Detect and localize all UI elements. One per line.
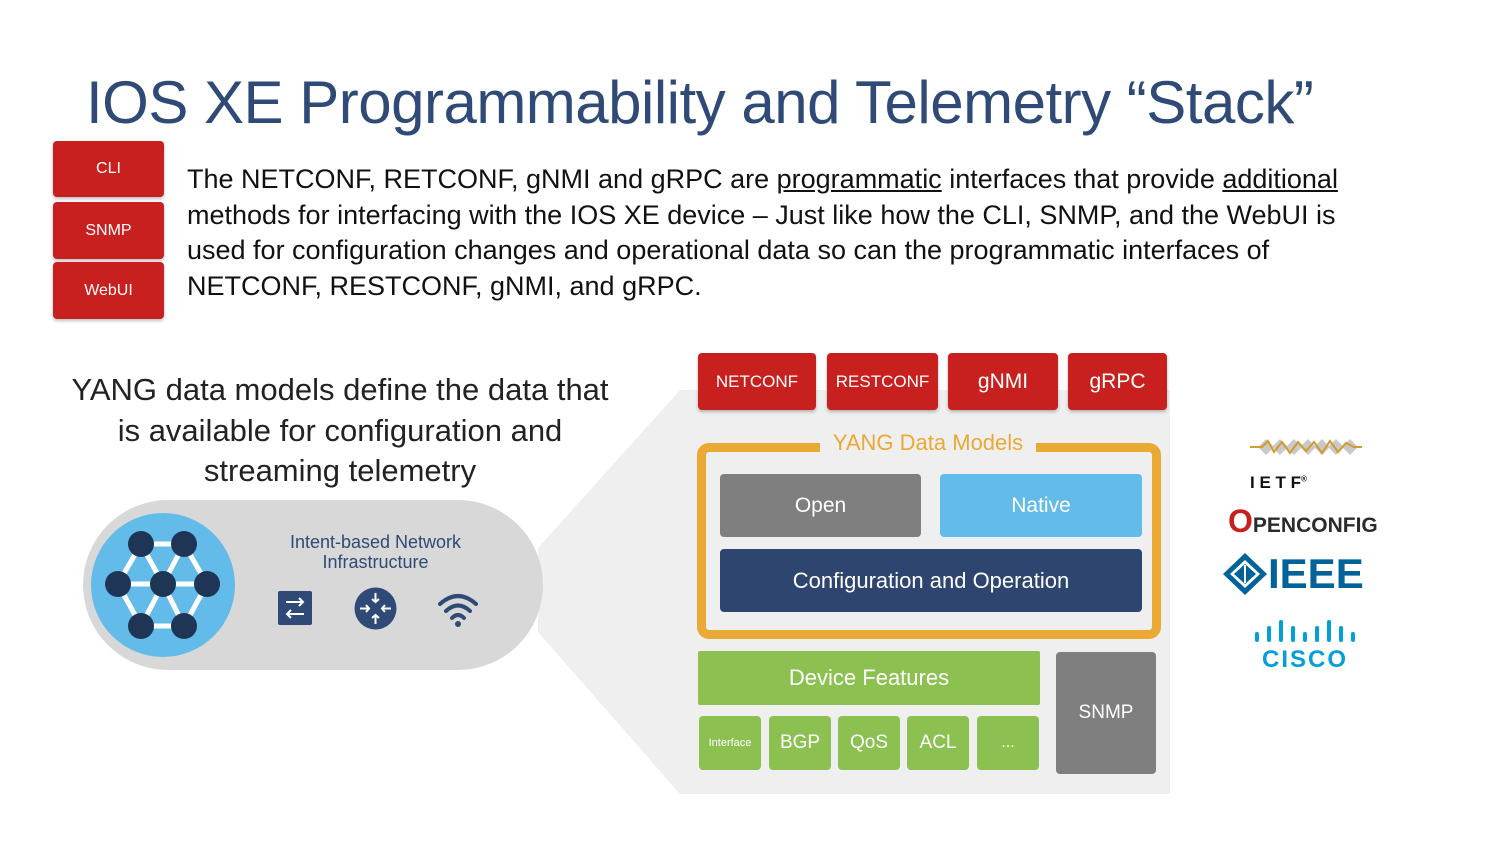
open-models-block: Open [720,474,921,537]
restconf-button[interactable]: RESTCONF [827,353,938,410]
device-features-block: Device Features [698,651,1040,705]
network-mesh-icon [91,513,235,657]
interface-feature: Interface [699,716,761,770]
ietf-logo: I E T F® [1250,473,1307,492]
wifi-icon [438,594,478,627]
ieee-diamond-icon [1223,553,1267,595]
snmp-button[interactable]: SNMP [53,202,164,259]
openconfig-logo: OPENCONFIG [1228,503,1378,539]
snmp-block: SNMP [1056,652,1156,774]
yang-models-label: YANG Data Models [820,428,1036,458]
netconf-button[interactable]: NETCONF [698,353,816,410]
switch-icon [278,591,312,625]
ieee-logo: IEEE [1268,550,1364,597]
infrastructure-label: Intent-based Network Infrastructure [289,532,462,572]
description-text: The NETCONF, RETCONF, gNMI and gRPC are … [187,164,1338,301]
openconfig-o-mark: O [1228,503,1253,539]
yang-statement: YANG data models define the data that is… [71,372,609,488]
programmatic-emphasis: programmatic [776,164,942,194]
bgp-feature: BGP [769,716,831,770]
cisco-bars-icon [1255,620,1355,642]
ietf-logo-mark [1250,439,1362,455]
acl-feature: ACL [907,716,969,770]
webui-button[interactable]: WebUI [53,262,164,319]
more-features: ... [977,716,1039,770]
page-title: IOS XE Programmability and Telemetry “St… [86,69,1314,136]
native-models-block: Native [940,474,1142,537]
grpc-button[interactable]: gRPC [1068,353,1167,410]
cli-button[interactable]: CLI [53,141,164,197]
additional-emphasis: additional [1222,164,1338,194]
config-operation-block: Configuration and Operation [720,549,1142,612]
router-icon [354,587,397,630]
gnmi-button[interactable]: gNMI [948,353,1058,410]
qos-feature: QoS [838,716,900,770]
cisco-logo: CISCO [1262,646,1349,673]
